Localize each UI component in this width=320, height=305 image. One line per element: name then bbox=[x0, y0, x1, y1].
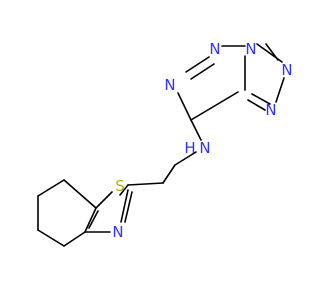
atom-label-n-pyrazine-bottom: N bbox=[164, 76, 175, 94]
molecule-structure-canvas: N N N N N N H S N bbox=[37, 40, 293, 247]
bond-c2-s-link bbox=[119, 184, 129, 196]
atom-label-n-bridgehead: N bbox=[245, 40, 256, 58]
bond-ch2-c2 bbox=[127, 182, 164, 186]
bond-npyr-c-double bbox=[190, 63, 215, 80]
bond-npyrbot-c8 bbox=[177, 92, 192, 121]
atom-label-nh-amine: N bbox=[199, 139, 210, 157]
bond-c8-nh bbox=[190, 119, 202, 141]
atom-label-n-triazole-right: N bbox=[281, 61, 292, 79]
atom-label-h-amine: H bbox=[184, 139, 195, 157]
bond-c3a-c7a-double bbox=[88, 210, 99, 229]
bond-ntri-double bbox=[251, 93, 271, 105]
bond-c7-c6 bbox=[37, 179, 65, 197]
atom-label-n-pyrazine-top: N bbox=[209, 40, 220, 58]
bond-ctri-ntri bbox=[275, 77, 285, 103]
bond-c8-cfuse bbox=[190, 91, 239, 121]
bond-ctri-double bbox=[265, 43, 279, 61]
bond-c4-c3a bbox=[63, 231, 86, 247]
bond-ch2-ch2 bbox=[162, 164, 176, 184]
bond-c2-n3 bbox=[120, 189, 129, 223]
molecule-drawing: N N N N N N H S N bbox=[37, 40, 293, 247]
atom-label-n-thiazole: N bbox=[112, 223, 123, 241]
atom-label-s-thiazole: S bbox=[115, 177, 125, 195]
bond-ntri-ntri2 bbox=[247, 99, 266, 111]
bond-c3a-c7a bbox=[84, 207, 97, 233]
atom-label-n-triazole-bottom: N bbox=[265, 101, 276, 119]
atom-label-layer: N N N N N N H S N bbox=[112, 40, 292, 241]
bond-c5-c4 bbox=[37, 229, 65, 247]
bond-nh-ch2 bbox=[174, 151, 197, 166]
bond-c7a-c7 bbox=[63, 179, 97, 209]
bond-layer bbox=[37, 43, 285, 247]
bond-c2-n3-double bbox=[124, 191, 133, 223]
bond-s-c7a bbox=[95, 191, 113, 209]
bond-npyr-c bbox=[185, 56, 210, 73]
